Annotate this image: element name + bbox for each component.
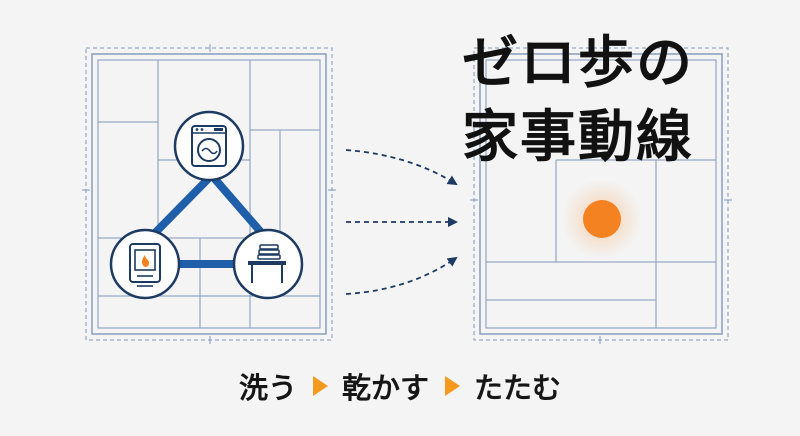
play-triangle-icon (445, 376, 460, 396)
step-dry-label: 乾かす (341, 371, 429, 405)
washing-machine-icon (173, 110, 245, 182)
step-fold-label: たたむ (474, 371, 562, 405)
title-line-2: 家事動線 (462, 105, 694, 170)
step-wash-label: 洗う (238, 371, 297, 405)
folding-table-icon (232, 228, 304, 300)
dryer-icon (109, 228, 181, 300)
process-steps: 洗う 乾かす たたむ (0, 366, 800, 406)
work-triangle (146, 174, 270, 268)
right-floor-plan (470, 47, 732, 344)
dashed-curved-arrow-icon (345, 149, 458, 295)
orange-dot-icon (562, 179, 642, 259)
left-floor-plan (82, 44, 336, 344)
play-triangle-icon (312, 376, 328, 396)
title-line-1: ゼロ歩の (462, 31, 694, 96)
